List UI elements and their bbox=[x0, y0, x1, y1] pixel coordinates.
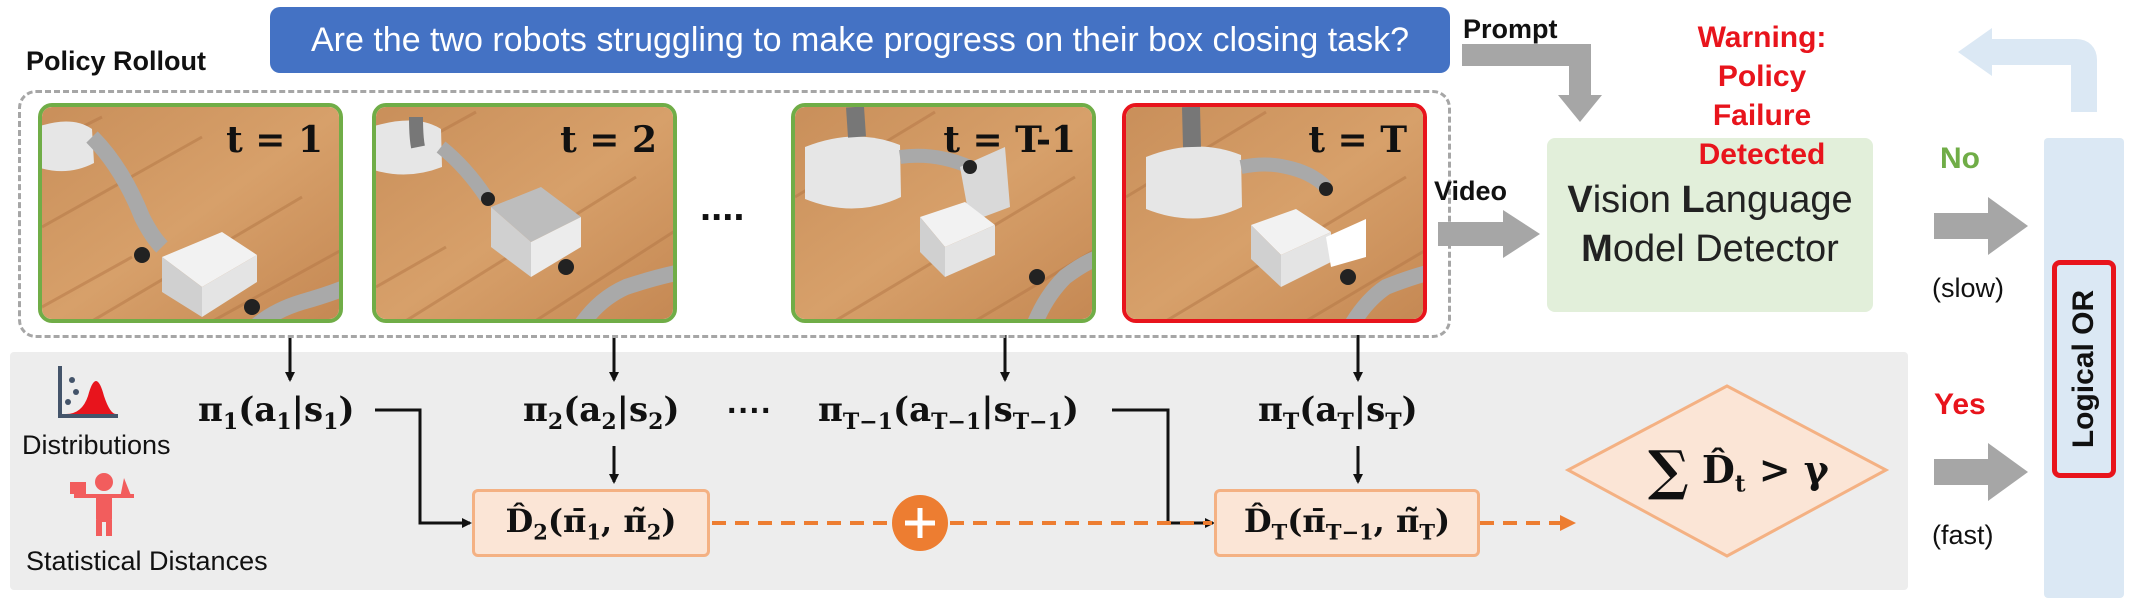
policy-pi-1: π1(a1|s1) bbox=[198, 390, 355, 435]
distance-box-2: D̂2(π̄1, π̃2) bbox=[472, 489, 710, 557]
frame-label: t = T bbox=[1308, 119, 1407, 161]
warning-line: Failure Detected bbox=[1698, 99, 1826, 171]
rollout-title: Policy Rollout bbox=[26, 46, 207, 76]
frame-label: t = 1 bbox=[226, 119, 323, 161]
vlm-text: ision bbox=[1592, 178, 1682, 221]
distance-expr: D̂2(π̄1, π̃2) bbox=[505, 501, 677, 545]
logical-or-box: Logical OR bbox=[2052, 260, 2116, 478]
slow-path-answer: No bbox=[1940, 142, 1980, 175]
warning-line: Warning: Policy bbox=[1697, 21, 1827, 93]
frame-t1: t = 1 bbox=[38, 103, 343, 323]
failure-warning: Warning: Policy Failure Detected bbox=[1652, 18, 1872, 174]
vlm-line2: Model Detector bbox=[1581, 225, 1839, 274]
video-label: Video bbox=[1434, 176, 1508, 206]
legend-statistical-distances: Statistical Distances bbox=[26, 546, 268, 576]
threshold-expression: ∑ D̂t > γ bbox=[1648, 438, 1829, 502]
threshold-diamond bbox=[1564, 384, 1890, 558]
vlm-detector-box: Vision Language Model Detector bbox=[1547, 138, 1873, 312]
vlm-initial: V bbox=[1567, 178, 1593, 221]
vlm-line1: Vision Language bbox=[1567, 176, 1852, 225]
distance-expr: D̂T(π̄T−1, π̃T) bbox=[1243, 501, 1451, 545]
fast-path-speed: (fast) bbox=[1932, 520, 1994, 550]
person-scales-icon bbox=[70, 473, 134, 536]
prompt-label: Prompt bbox=[1463, 14, 1558, 44]
slow-path-speed: (slow) bbox=[1932, 273, 2004, 303]
robot-scene-image bbox=[376, 107, 673, 319]
distance-box-T: D̂T(π̄T−1, π̃T) bbox=[1214, 489, 1480, 557]
distribution-chart-icon bbox=[58, 366, 118, 418]
robot-scene-image bbox=[1126, 107, 1423, 319]
legend-distributions: Distributions bbox=[22, 430, 171, 460]
policy-pi-2: π2(a2|s2) bbox=[523, 390, 680, 435]
robot-scene-image bbox=[795, 107, 1092, 319]
prompt-arrow bbox=[1462, 44, 1591, 95]
vlm-initial: L bbox=[1681, 178, 1705, 221]
policy-pi-T-1: πT−1(aT−1|sT−1) bbox=[818, 390, 1079, 435]
policy-ellipsis: ···· bbox=[727, 392, 773, 430]
frame-label: t = 2 bbox=[560, 119, 657, 161]
rollout-ellipsis: .... bbox=[700, 185, 745, 229]
frame-t2: t = 2 bbox=[372, 103, 677, 323]
frame-tT-1: t = T-1 bbox=[791, 103, 1096, 323]
robot-scene-image bbox=[42, 107, 339, 319]
vlm-initial: M bbox=[1581, 228, 1613, 270]
policy-pi-T: πT(aT|sT) bbox=[1258, 390, 1418, 435]
vlm-text: anguage bbox=[1704, 178, 1853, 221]
logical-or-label: Logical OR bbox=[2067, 289, 2100, 449]
rollout-frame bbox=[18, 90, 1451, 338]
warning-arrow bbox=[1990, 39, 2097, 112]
fast-path-answer: Yes bbox=[1934, 388, 1986, 421]
prompt-question-box: Are the two robots struggling to make pr… bbox=[270, 7, 1450, 73]
frame-tT: t = T bbox=[1122, 103, 1427, 323]
vlm-text: odel Detector bbox=[1612, 228, 1839, 270]
frame-label: t = T-1 bbox=[943, 119, 1076, 161]
